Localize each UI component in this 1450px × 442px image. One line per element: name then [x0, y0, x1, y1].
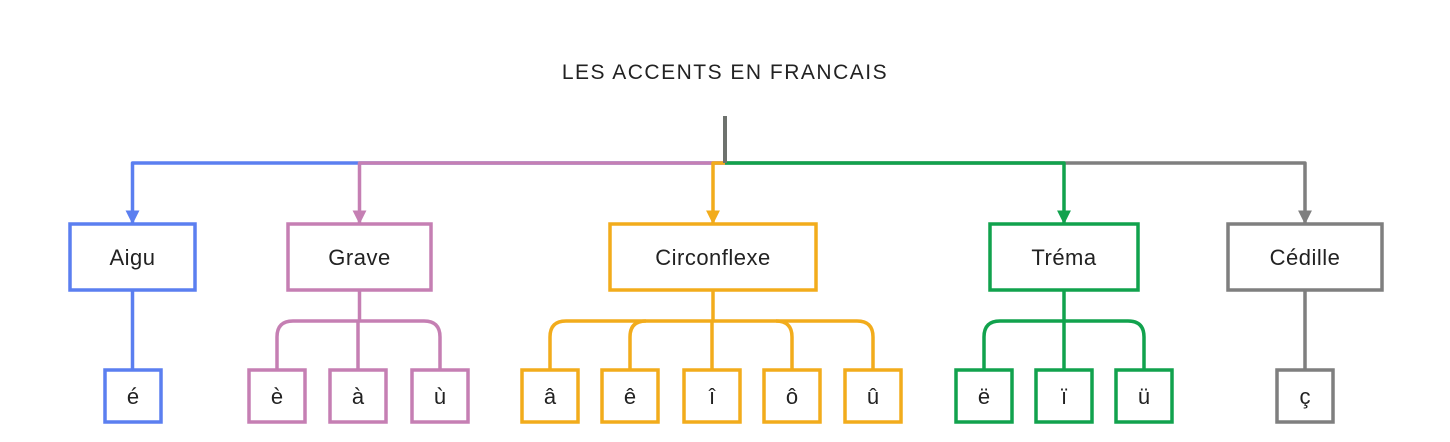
letter-box: [1275, 368, 1335, 424]
category-label-aigu: Aigu: [109, 245, 155, 270]
letter-node-grave-0: è: [247, 368, 307, 424]
letter-box: [954, 368, 1014, 424]
category-node-circonflexe: Circonflexe: [608, 222, 818, 292]
letter-label: ü: [1138, 384, 1150, 409]
category-node-aigu: Aigu: [68, 222, 197, 292]
letter-label: â: [544, 384, 557, 409]
category-node-cedille: Cédille: [1226, 222, 1384, 292]
connector-to-grave: [352, 161, 725, 225]
category-box-aigu: [68, 222, 197, 292]
category-node-grave: Grave: [286, 222, 433, 292]
connector-to-cedille: [725, 161, 1312, 225]
letter-node-circonflexe-2: î: [682, 368, 742, 424]
letter-node-circonflexe-1: ê: [600, 368, 660, 424]
connector-circonflexe-inner: [775, 319, 794, 370]
letter-node-cedille-0: ç: [1275, 368, 1335, 424]
letter-node-trema-1: ï: [1034, 368, 1094, 424]
letter-box: [600, 368, 660, 424]
connector-to-aigu: [125, 161, 725, 225]
letter-node-circonflexe-3: ô: [762, 368, 822, 424]
letter-label: é: [127, 384, 139, 409]
category-label-trema: Tréma: [1031, 245, 1097, 270]
letter-node-circonflexe-0: â: [520, 368, 580, 424]
category-node-trema: Tréma: [988, 222, 1140, 292]
connector-to-trema: [725, 161, 1071, 225]
letter-box: [520, 368, 580, 424]
category-label-cedille: Cédille: [1270, 245, 1341, 270]
letter-label: ù: [434, 384, 446, 409]
category-label-grave: Grave: [328, 245, 390, 270]
letter-label: à: [352, 384, 365, 409]
letter-box: [103, 368, 163, 424]
letter-box: [247, 368, 307, 424]
letter-box: [843, 368, 903, 424]
letter-node-grave-1: à: [328, 368, 388, 424]
connector-circonflexe-inner: [628, 319, 647, 370]
letter-label: ç: [1300, 384, 1311, 409]
connector-to-circonflexe: [706, 161, 725, 225]
letter-label: ï: [1061, 384, 1068, 409]
letter-label: î: [708, 384, 716, 409]
letter-box: [410, 368, 470, 424]
letter-box: [1114, 368, 1174, 424]
letter-label: ê: [624, 384, 636, 409]
diagram-title: LES ACCENTS EN FRANCAIS: [562, 61, 888, 84]
letter-node-trema-2: ü: [1114, 368, 1174, 424]
letter-box: [1034, 368, 1094, 424]
letter-node-trema-0: ë: [954, 368, 1014, 424]
letter-label: ë: [978, 384, 990, 409]
node-boxes: Aigu é Grave è à ù Circonflexe â ê î ô û Tréma ë ï ü Céd…: [68, 222, 1384, 424]
letter-label: û: [867, 384, 879, 409]
letter-box: [328, 368, 388, 424]
letter-label: è: [271, 384, 283, 409]
letter-label: ô: [786, 384, 798, 409]
category-box-trema: [988, 222, 1140, 292]
category-label-circonflexe: Circonflexe: [655, 245, 771, 270]
connector-lines: [125, 116, 1312, 370]
category-box-grave: [286, 222, 433, 292]
letter-node-aigu-0: é: [103, 368, 163, 424]
letter-node-grave-2: ù: [410, 368, 470, 424]
letter-box: [682, 368, 742, 424]
letter-box: [762, 368, 822, 424]
category-box-circonflexe: [608, 222, 818, 292]
letter-node-circonflexe-4: û: [843, 368, 903, 424]
category-box-cedille: [1226, 222, 1384, 292]
